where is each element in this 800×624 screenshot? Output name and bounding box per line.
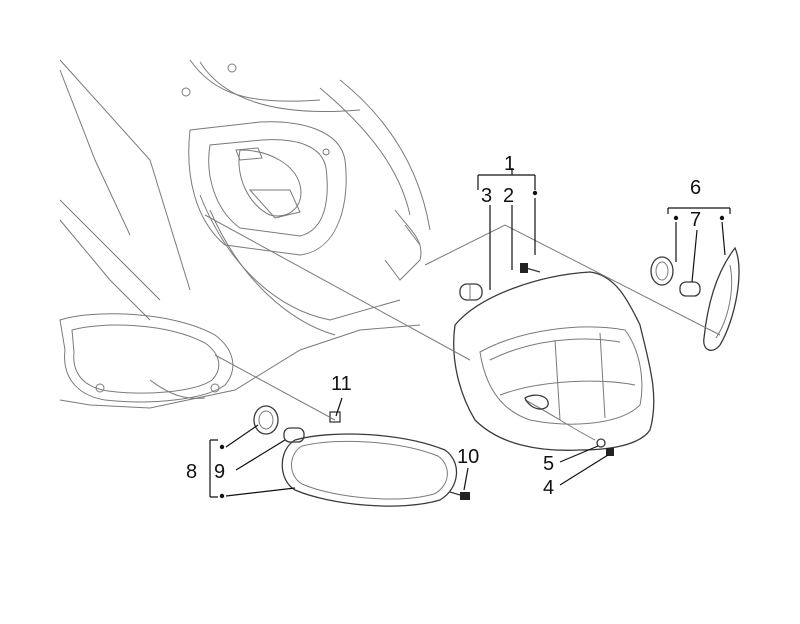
callout-5: 5: [543, 453, 554, 475]
callout-3: 3: [481, 185, 492, 207]
front-side-light-8: [253, 405, 470, 507]
callout-11: 11: [331, 373, 352, 395]
screw-washer-4-5: [596, 438, 614, 456]
callout-10: 10: [457, 446, 479, 468]
callout-leaders: [209, 168, 731, 499]
callout-labels: 1 2 3 4 5 6 7 8 9 10 11: [186, 153, 701, 499]
callout-7: 7: [690, 209, 701, 231]
callout-1: 1: [504, 153, 515, 175]
tail-light-assembly: [453, 271, 655, 451]
side-reflector-6: [650, 246, 740, 351]
assembly-lines: [204, 214, 721, 421]
callout-4: 4: [543, 477, 554, 499]
callout-8: 8: [186, 461, 197, 483]
screw-2: [520, 263, 541, 273]
scooter-body-outline: [59, 59, 431, 409]
callout-9: 9: [214, 461, 225, 483]
callout-6: 6: [690, 177, 701, 199]
callout-2: 2: [503, 185, 514, 207]
bulb-3: [459, 283, 483, 301]
